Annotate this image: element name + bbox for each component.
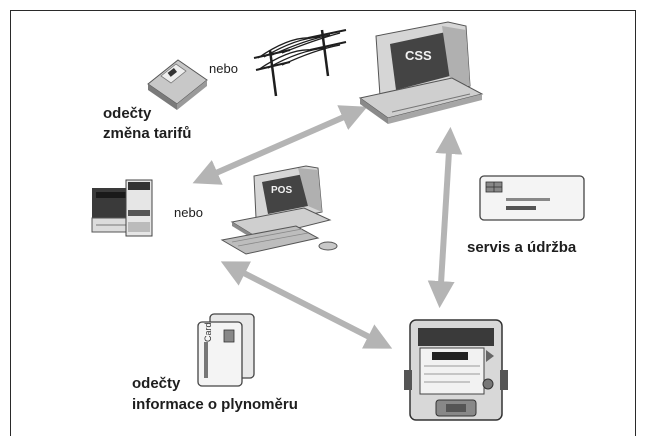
- floppy-disk-icon: [147, 59, 208, 110]
- arrow-terminal-meter: [220, 261, 393, 349]
- service-label: servis a údržba: [467, 239, 577, 256]
- handheld-terminal-icon: [91, 179, 153, 237]
- nebo-middle-label: nebo: [174, 205, 203, 220]
- service-card-icon: [479, 175, 585, 221]
- css-computer-icon: [358, 21, 484, 124]
- arrows: [192, 105, 463, 349]
- pos-computer-icon: [220, 165, 338, 255]
- nebo-top-label: nebo: [209, 61, 238, 76]
- card-text-label: Card: [203, 322, 213, 342]
- readings-info-line2: informace o plynoměru: [132, 396, 298, 413]
- pos-screen-label: POS: [271, 185, 293, 196]
- readings-tariff-line2: změna tarifů: [103, 125, 192, 142]
- diagram-frame: [10, 10, 636, 436]
- power-line-icon: [253, 29, 347, 97]
- readings-info-line1: odečty: [132, 375, 181, 392]
- gas-meter-icon: [404, 319, 508, 421]
- arrow-css-terminal: [192, 105, 368, 185]
- css-screen-label: CSS: [405, 48, 432, 63]
- customer-cards-icon: [197, 313, 255, 387]
- readings-tariff-line1: odečty: [103, 105, 152, 122]
- arrow-css-meter: [427, 126, 463, 309]
